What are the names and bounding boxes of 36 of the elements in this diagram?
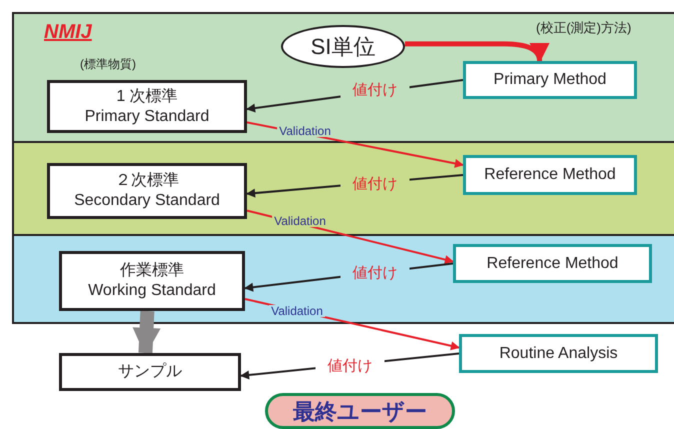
process-box [47, 80, 247, 133]
process-box [463, 61, 637, 99]
edge-label: Validation [269, 305, 325, 317]
node-text: サンプル [118, 362, 182, 382]
process-box [459, 334, 658, 373]
node-text: Working Standard [88, 281, 216, 301]
band-heading: NMIJ [44, 22, 92, 42]
node-text: 作業標準 [120, 261, 184, 281]
node-text: Primary Method [494, 70, 606, 90]
arrow [132, 310, 161, 356]
node-text: Reference Method [486, 254, 618, 274]
edge-label: Validation [277, 125, 333, 137]
band [12, 12, 674, 143]
node-text: 1 次標準 [116, 86, 178, 106]
process-box [47, 163, 247, 219]
process-box [453, 244, 652, 283]
node-text: Routine Analysis [499, 344, 618, 364]
edge-label: 値付け [340, 266, 410, 280]
node-text: Secondary Standard [74, 191, 220, 211]
band [12, 141, 674, 236]
edge-label: Validation [272, 215, 328, 227]
edge-label: 値付け [316, 358, 384, 374]
edge-label: 値付け [340, 82, 410, 98]
node-text: SI単位 [310, 33, 376, 61]
band [12, 234, 674, 324]
process-box [463, 155, 637, 195]
pill-node [265, 393, 455, 429]
arrow [405, 41, 548, 63]
process-box [59, 251, 245, 311]
process-box [59, 353, 241, 391]
column-heading: (校正(測定)方法) [536, 21, 632, 34]
edge-label: 値付け [340, 176, 410, 192]
node-text: Primary Standard [84, 106, 210, 126]
node-text: 最終ユーザー [293, 398, 427, 426]
node-text: Reference Method [484, 165, 616, 185]
node-text: ２次標準 [115, 171, 179, 191]
